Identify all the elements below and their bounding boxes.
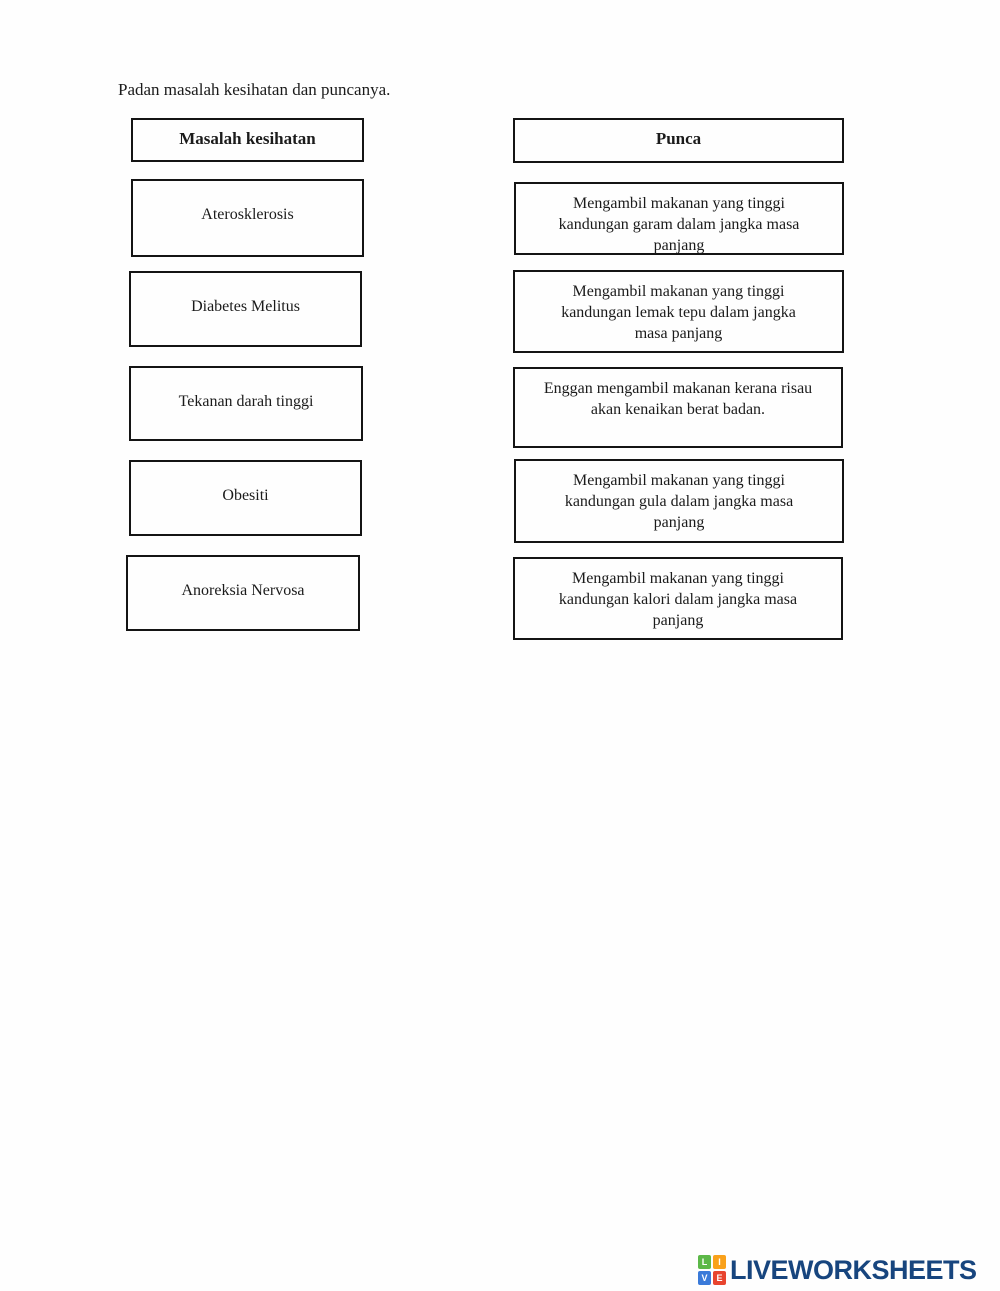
cause-line: masa panjang [634, 325, 723, 342]
liveworksheets-logo: L I V E LIVEWORKSHEETS [698, 1252, 977, 1288]
cause-box-garam[interactable]: Mengambil makanan yang tinggi kandungan … [514, 182, 844, 255]
logo-square-i: I [713, 1255, 726, 1269]
cause-box-kalori[interactable]: Mengambil makanan yang tinggi kandungan … [513, 557, 843, 640]
cause-box-enggan-makan[interactable]: Enggan mengambil makanan kerana risau ak… [513, 367, 843, 448]
cause-line: panjang [653, 514, 705, 531]
cause-line: kandungan garam dalam jangka masa [558, 216, 800, 233]
problem-box-aterosklerosis[interactable]: Aterosklerosis [131, 179, 364, 257]
health-problems-header-label: Masalah kesihatan [179, 129, 316, 148]
worksheet-title: Padan masalah kesihatan dan puncanya. [118, 80, 391, 99]
problem-label: Anoreksia Nervosa [181, 582, 305, 599]
logo-square-v: V [698, 1271, 711, 1285]
cause-box-lemak-tepu[interactable]: Mengambil makanan yang tinggi kandungan … [513, 270, 844, 353]
problem-label: Aterosklerosis [201, 206, 294, 223]
cause-line: Mengambil makanan yang tinggi [573, 195, 785, 212]
cause-line: panjang [652, 612, 704, 629]
cause-line: kandungan kalori dalam jangka masa [558, 591, 798, 608]
problem-box-diabetes-melitus[interactable]: Diabetes Melitus [129, 271, 362, 347]
problem-label: Tekanan darah tinggi [178, 393, 314, 410]
cause-line: akan kenaikan berat badan. [590, 401, 766, 418]
cause-box-gula[interactable]: Mengambil makanan yang tinggi kandungan … [514, 459, 844, 543]
liveworksheets-grid-icon: L I V E [698, 1255, 726, 1285]
cause-line: panjang [653, 237, 705, 254]
cause-line: kandungan gula dalam jangka masa [564, 493, 794, 510]
cause-line: kandungan lemak tepu dalam jangka [561, 304, 796, 321]
problem-label: Obesiti [222, 487, 269, 504]
causes-header: Punca [513, 118, 844, 163]
health-problems-header: Masalah kesihatan [131, 118, 364, 162]
cause-line: Mengambil makanan yang tinggi [573, 472, 785, 489]
logo-square-e: E [713, 1271, 726, 1285]
logo-square-l: L [698, 1255, 711, 1269]
problem-box-tekanan-darah-tinggi[interactable]: Tekanan darah tinggi [129, 366, 363, 441]
cause-line: Mengambil makanan yang tinggi [572, 570, 784, 587]
problem-box-obesiti[interactable]: Obesiti [129, 460, 362, 536]
problem-label: Diabetes Melitus [191, 298, 300, 315]
problem-box-anoreksia-nervosa[interactable]: Anoreksia Nervosa [126, 555, 360, 631]
cause-line: Mengambil makanan yang tinggi [572, 283, 785, 300]
brand-text: LIVEWORKSHEETS [730, 1254, 977, 1285]
cause-line: Enggan mengambil makanan kerana risau [543, 380, 813, 397]
causes-header-label: Punca [655, 129, 702, 148]
